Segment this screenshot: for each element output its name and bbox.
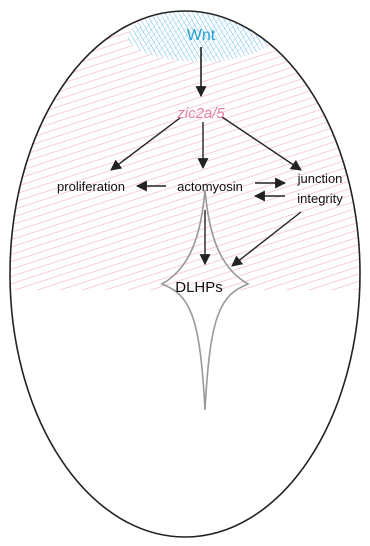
- dlhps-label: DLHPs: [175, 279, 223, 296]
- wnt-label: Wnt: [187, 27, 216, 44]
- junction-label-line2: integrity: [297, 191, 343, 206]
- proliferation-label: proliferation: [57, 179, 125, 194]
- actomyosin-label: actomyosin: [177, 179, 243, 194]
- zic-label: zic2a/5: [176, 105, 225, 122]
- junction-label-line1: junction: [297, 171, 343, 186]
